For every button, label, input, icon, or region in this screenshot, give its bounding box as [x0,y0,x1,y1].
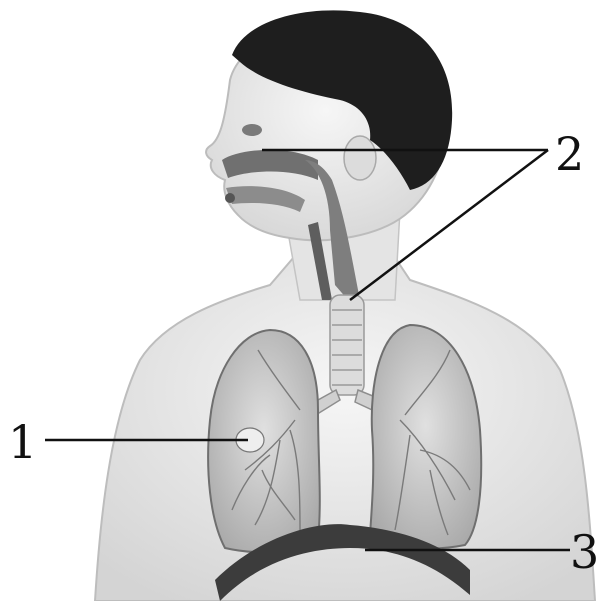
label-1: 1 [8,415,37,469]
label-3: 3 [570,525,599,579]
ear [344,136,376,180]
eye [242,124,262,136]
lip [225,193,235,203]
label-2: 2 [555,127,584,181]
